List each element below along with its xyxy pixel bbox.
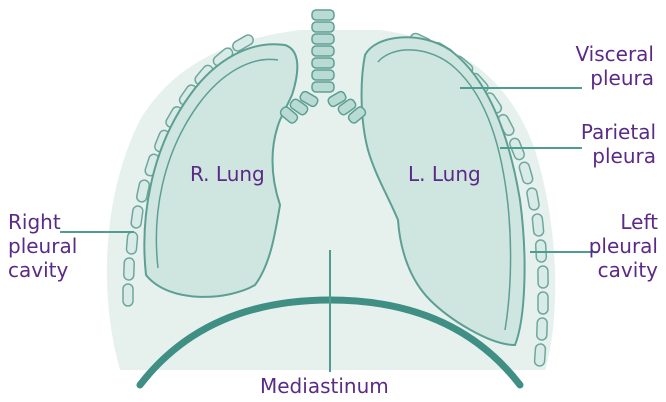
- left-pleural-cavity-label: Left pleural cavity: [576, 210, 658, 282]
- left-lung-label: L. Lung: [408, 162, 481, 186]
- right-lung-label: R. Lung: [190, 162, 265, 186]
- right-pleural-cavity-label: Right pleural cavity: [8, 210, 77, 282]
- parietal-pleura-label: Parietal pleura: [574, 120, 656, 168]
- visceral-pleura-label: Visceral pleura: [574, 42, 654, 90]
- mediastinum-label: Mediastinum: [260, 374, 389, 398]
